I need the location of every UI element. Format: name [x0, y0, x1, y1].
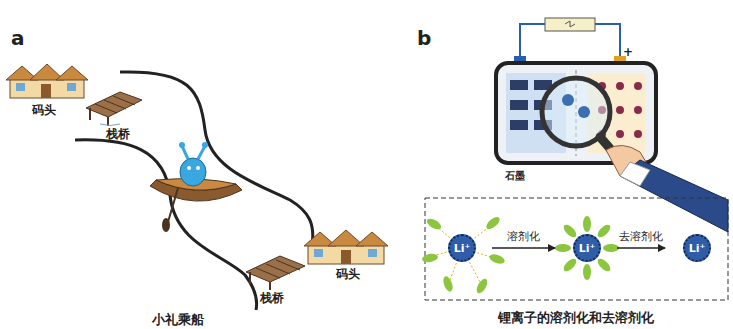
boat [150, 142, 242, 232]
pier-label: 栈桥 [106, 126, 130, 143]
process-arrow [617, 247, 665, 249]
lithium-ion: Li⁺ [448, 234, 476, 262]
dock-houses [304, 230, 388, 264]
electrode-label: 石墨 [505, 169, 525, 183]
lithium-ion: Li⁺ [573, 234, 601, 262]
arrow-label: 溶剂化 [505, 229, 542, 244]
pier [86, 92, 142, 126]
ion-label: Li⁺ [579, 242, 596, 255]
river-bank [120, 72, 313, 245]
panel-letter: a [11, 26, 25, 50]
dock-label: 码头 [336, 266, 360, 283]
arrow-label: 去溶剂化 [617, 229, 665, 244]
panel-letter: b [417, 26, 431, 50]
panel-caption: 小礼乘船 [152, 311, 204, 329]
ion-label: Li⁺ [689, 242, 706, 255]
dashed-frame [425, 198, 728, 300]
solvent-molecules [421, 215, 619, 295]
river-bank [75, 140, 257, 310]
battery [496, 18, 656, 163]
terminal-sign: + [623, 45, 633, 59]
dock-label: 码头 [32, 102, 56, 119]
pier [246, 256, 305, 290]
process-arrow [492, 247, 555, 249]
ion-label: Li⁺ [454, 242, 471, 255]
pier-label: 栈桥 [260, 290, 284, 307]
lithium-ion: Li⁺ [683, 234, 711, 262]
dock-houses [6, 64, 88, 98]
panel-caption: 锂离子的溶剂化和去溶剂化 [498, 309, 654, 327]
magnifier-hand [542, 78, 728, 232]
